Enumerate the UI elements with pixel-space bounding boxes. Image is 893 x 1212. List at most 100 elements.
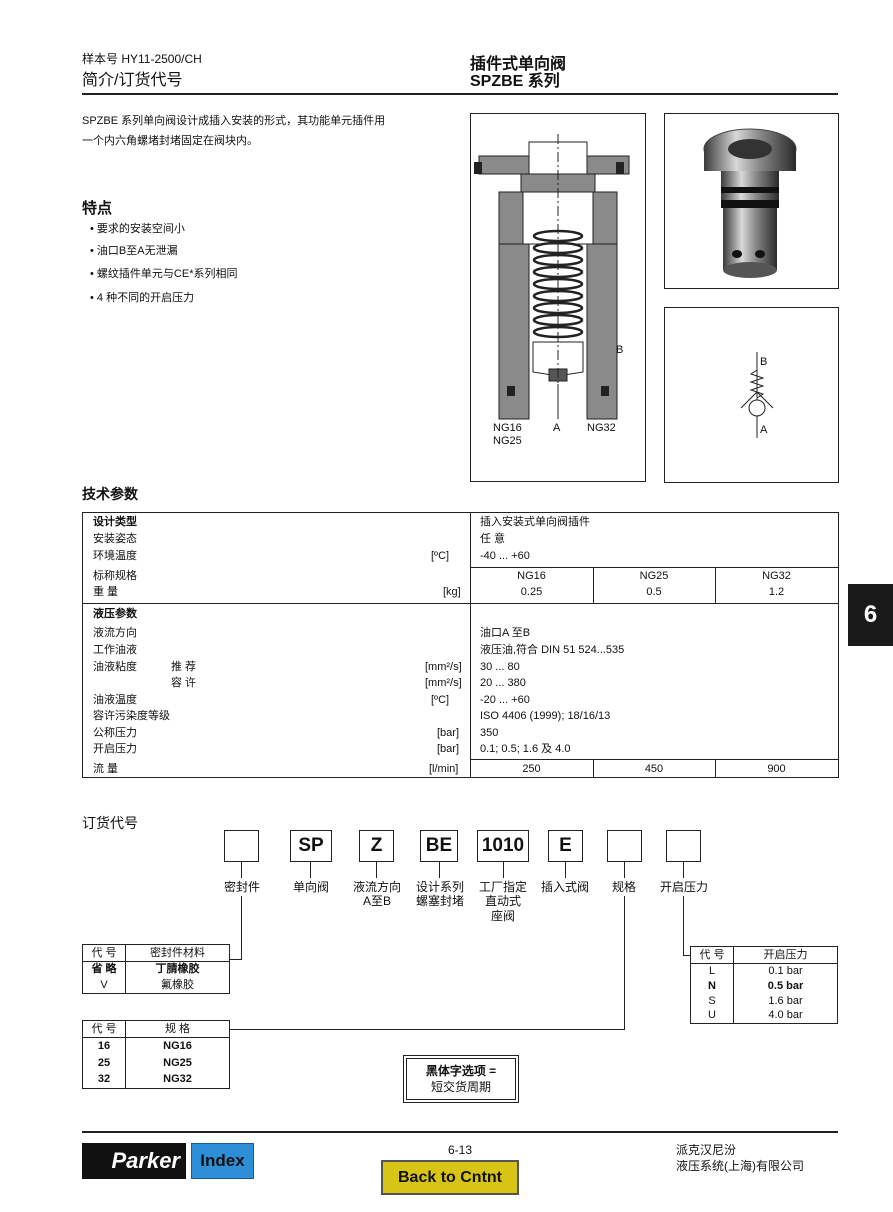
seal-connector (241, 896, 242, 960)
port-b-label: B (616, 344, 624, 356)
tech-col-rule (715, 759, 716, 777)
label-factory-2: 直动式 (484, 894, 521, 908)
cracking-connector (683, 955, 691, 956)
note-line-2: 短交货周期 (430, 1080, 491, 1094)
size-table: 代 号 规 格 16 NG16 25 NG25 32 NG32 (82, 1020, 230, 1089)
feature-item: • 螺纹插件单元与CE*系列相同 (90, 268, 238, 280)
header-rule (82, 93, 838, 95)
cracking-pressure-value: 0.1; 0.5; 1.6 及 4.0 (480, 743, 571, 755)
ambient-label: 环境温度 (93, 550, 137, 562)
viscosity-permitted-label: 容 许 (171, 677, 197, 689)
cracking-table-header-code: 代 号 (690, 946, 734, 964)
seal-material: 氟橡胶 (161, 978, 194, 991)
cracking-value: 4.0 bar (768, 1009, 803, 1022)
weight-ng32: 1.2 (768, 586, 785, 598)
check-valve-symbol (740, 352, 774, 438)
tech-flow-rule (470, 759, 838, 760)
hydraulic-symbol-box: B A (664, 307, 839, 483)
viscosity-recommended-value: 30 ... 80 (480, 661, 520, 673)
size-ng25: NG25 (639, 570, 669, 582)
label-seal: 密封件 (223, 880, 260, 894)
size-code: 25 (82, 1054, 126, 1072)
cracking-code: N (690, 978, 734, 994)
nominal-pressure-label: 公称压力 (93, 727, 137, 739)
size-value: NG25 (163, 1056, 192, 1069)
page-number: 6-13 (447, 1143, 473, 1157)
weight-ng25: 0.5 (646, 586, 662, 598)
size-ng32: NG32 (762, 570, 791, 582)
code-stem (241, 862, 242, 878)
label-factory-3: 座阀 (490, 909, 515, 923)
size-label-ng32: NG32 (587, 422, 616, 434)
section-drawing: B NG16 NG25 A NG32 (470, 113, 646, 482)
size-label-ng16: NG16 (493, 422, 522, 434)
cracking-code: S (690, 993, 734, 1009)
features-heading: 特点 (82, 200, 113, 217)
cracking-code: L (690, 963, 734, 979)
ambient-unit: [ºC] (431, 550, 450, 562)
size-value: NG32 (163, 1073, 192, 1086)
size-code: 16 (82, 1037, 126, 1055)
cracking-connector (683, 896, 684, 956)
symbol-port-b: B (760, 356, 768, 368)
flow-direction-value: 油口A 至B (480, 627, 531, 639)
cracking-pressure-unit: [bar] (437, 743, 460, 755)
code-stem (565, 862, 566, 878)
tech-col-rule (715, 567, 716, 603)
tech-heading: 技术参数 (82, 486, 138, 502)
label-flow-direction-2: A至B (362, 894, 391, 908)
install-label: 安装姿态 (93, 533, 137, 545)
company-division: 液压系统(上海)有限公司 (676, 1159, 804, 1173)
seal-table: 代 号 密封件材料 省 略 丁腈橡胶 V 氟橡胶 (82, 944, 230, 994)
design-type-label: 设计类型 (93, 516, 137, 528)
tech-divider (470, 513, 471, 777)
chapter-tab[interactable]: 6 (848, 584, 893, 646)
code-box-e: E (548, 830, 583, 862)
symbol-port-a: A (760, 424, 768, 436)
seal-code: V (82, 977, 126, 994)
cracking-table: 代 号 开启压力 L 0.1 bar N 0.5 bar S 1.6 bar U… (690, 946, 838, 1024)
code-stem (376, 862, 377, 878)
seal-material: 丁腈橡胶 (155, 963, 200, 976)
note-box: 黑体字选项 = 短交货周期 (403, 1055, 519, 1103)
product-photo (664, 113, 839, 289)
hydraulic-heading: 液压参数 (93, 608, 137, 620)
tech-size-rule (470, 567, 838, 568)
viscosity-unit: [mm²/s] (425, 677, 462, 689)
fluid-value: 液压油,符合 DIN 51 524...535 (480, 644, 625, 656)
company-name: 派克汉尼汾 (676, 1143, 737, 1157)
tech-table: 设计类型 安装姿态 环境温度 [ºC] 标称规格 重 量 [kg] 插入安装式单… (82, 512, 839, 778)
cracking-value: 0.5 bar (767, 979, 804, 992)
tech-section-rule (83, 603, 838, 604)
back-to-content-button[interactable]: Back to Cntnt (381, 1160, 519, 1195)
code-box-1010: 1010 (477, 830, 529, 862)
tech-col-rule (593, 759, 594, 777)
fluid-temp-value: -20 ... +60 (480, 694, 530, 706)
size-connector (230, 1029, 625, 1030)
code-stem (310, 862, 311, 878)
ambient-value: -40 ... +60 (480, 550, 530, 562)
contamination-label: 容许污染度等级 (93, 710, 170, 722)
fluid-temp-unit: [ºC] (431, 694, 450, 706)
order-heading: 订货代号 (82, 815, 138, 831)
port-a-label: A (553, 422, 561, 434)
weight-unit: [kg] (443, 586, 461, 598)
viscosity-label: 油液粘度 (93, 661, 137, 673)
size-ng16: NG16 (517, 570, 546, 582)
nominal-label: 标称规格 (93, 570, 137, 582)
seal-connector (230, 959, 242, 960)
code-box-sp: SP (290, 830, 332, 862)
tech-col-rule (593, 567, 594, 603)
install-value: 任 意 (480, 533, 506, 545)
index-button[interactable]: Index (191, 1143, 254, 1179)
label-size: 规格 (611, 880, 636, 894)
label-series: 设计系列 (415, 880, 464, 894)
label-check-valve: 单向阀 (292, 880, 329, 894)
fluid-label: 工作油液 (93, 644, 137, 656)
flow-ng32: 900 (767, 763, 786, 775)
page-title: 插件式单向阀 (470, 56, 567, 73)
label-insert: 插入式阀 (540, 880, 589, 894)
code-stem (503, 862, 504, 878)
label-factory: 工厂指定 (478, 880, 527, 894)
page-subtitle: SPZBE 系列 (470, 73, 560, 90)
